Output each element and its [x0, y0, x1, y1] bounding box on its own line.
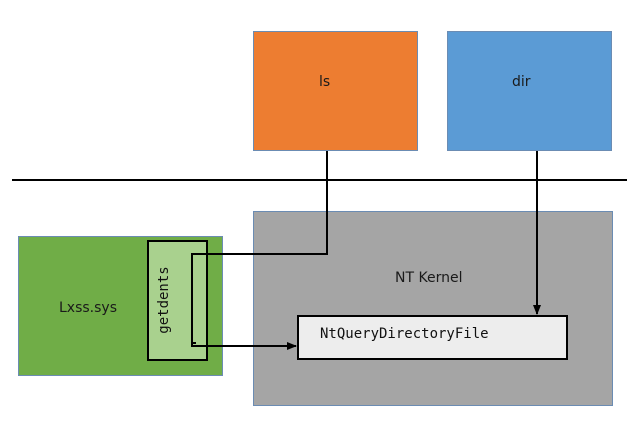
- ls-node: [253, 31, 418, 151]
- ls-label: ls: [319, 74, 331, 90]
- getdents-node: [147, 240, 208, 361]
- nt-kernel-node: [253, 211, 613, 406]
- ntquery-node: [297, 315, 568, 360]
- edge-getdents-to-ntquery: [191, 342, 297, 350]
- dir-label: dir: [512, 74, 531, 90]
- dir-node: [447, 31, 612, 151]
- ntquery-label: NtQueryDirectoryFile: [320, 326, 489, 342]
- nt-kernel-label: NT Kernel: [395, 270, 463, 286]
- lxss-label: Lxss.sys: [59, 300, 117, 316]
